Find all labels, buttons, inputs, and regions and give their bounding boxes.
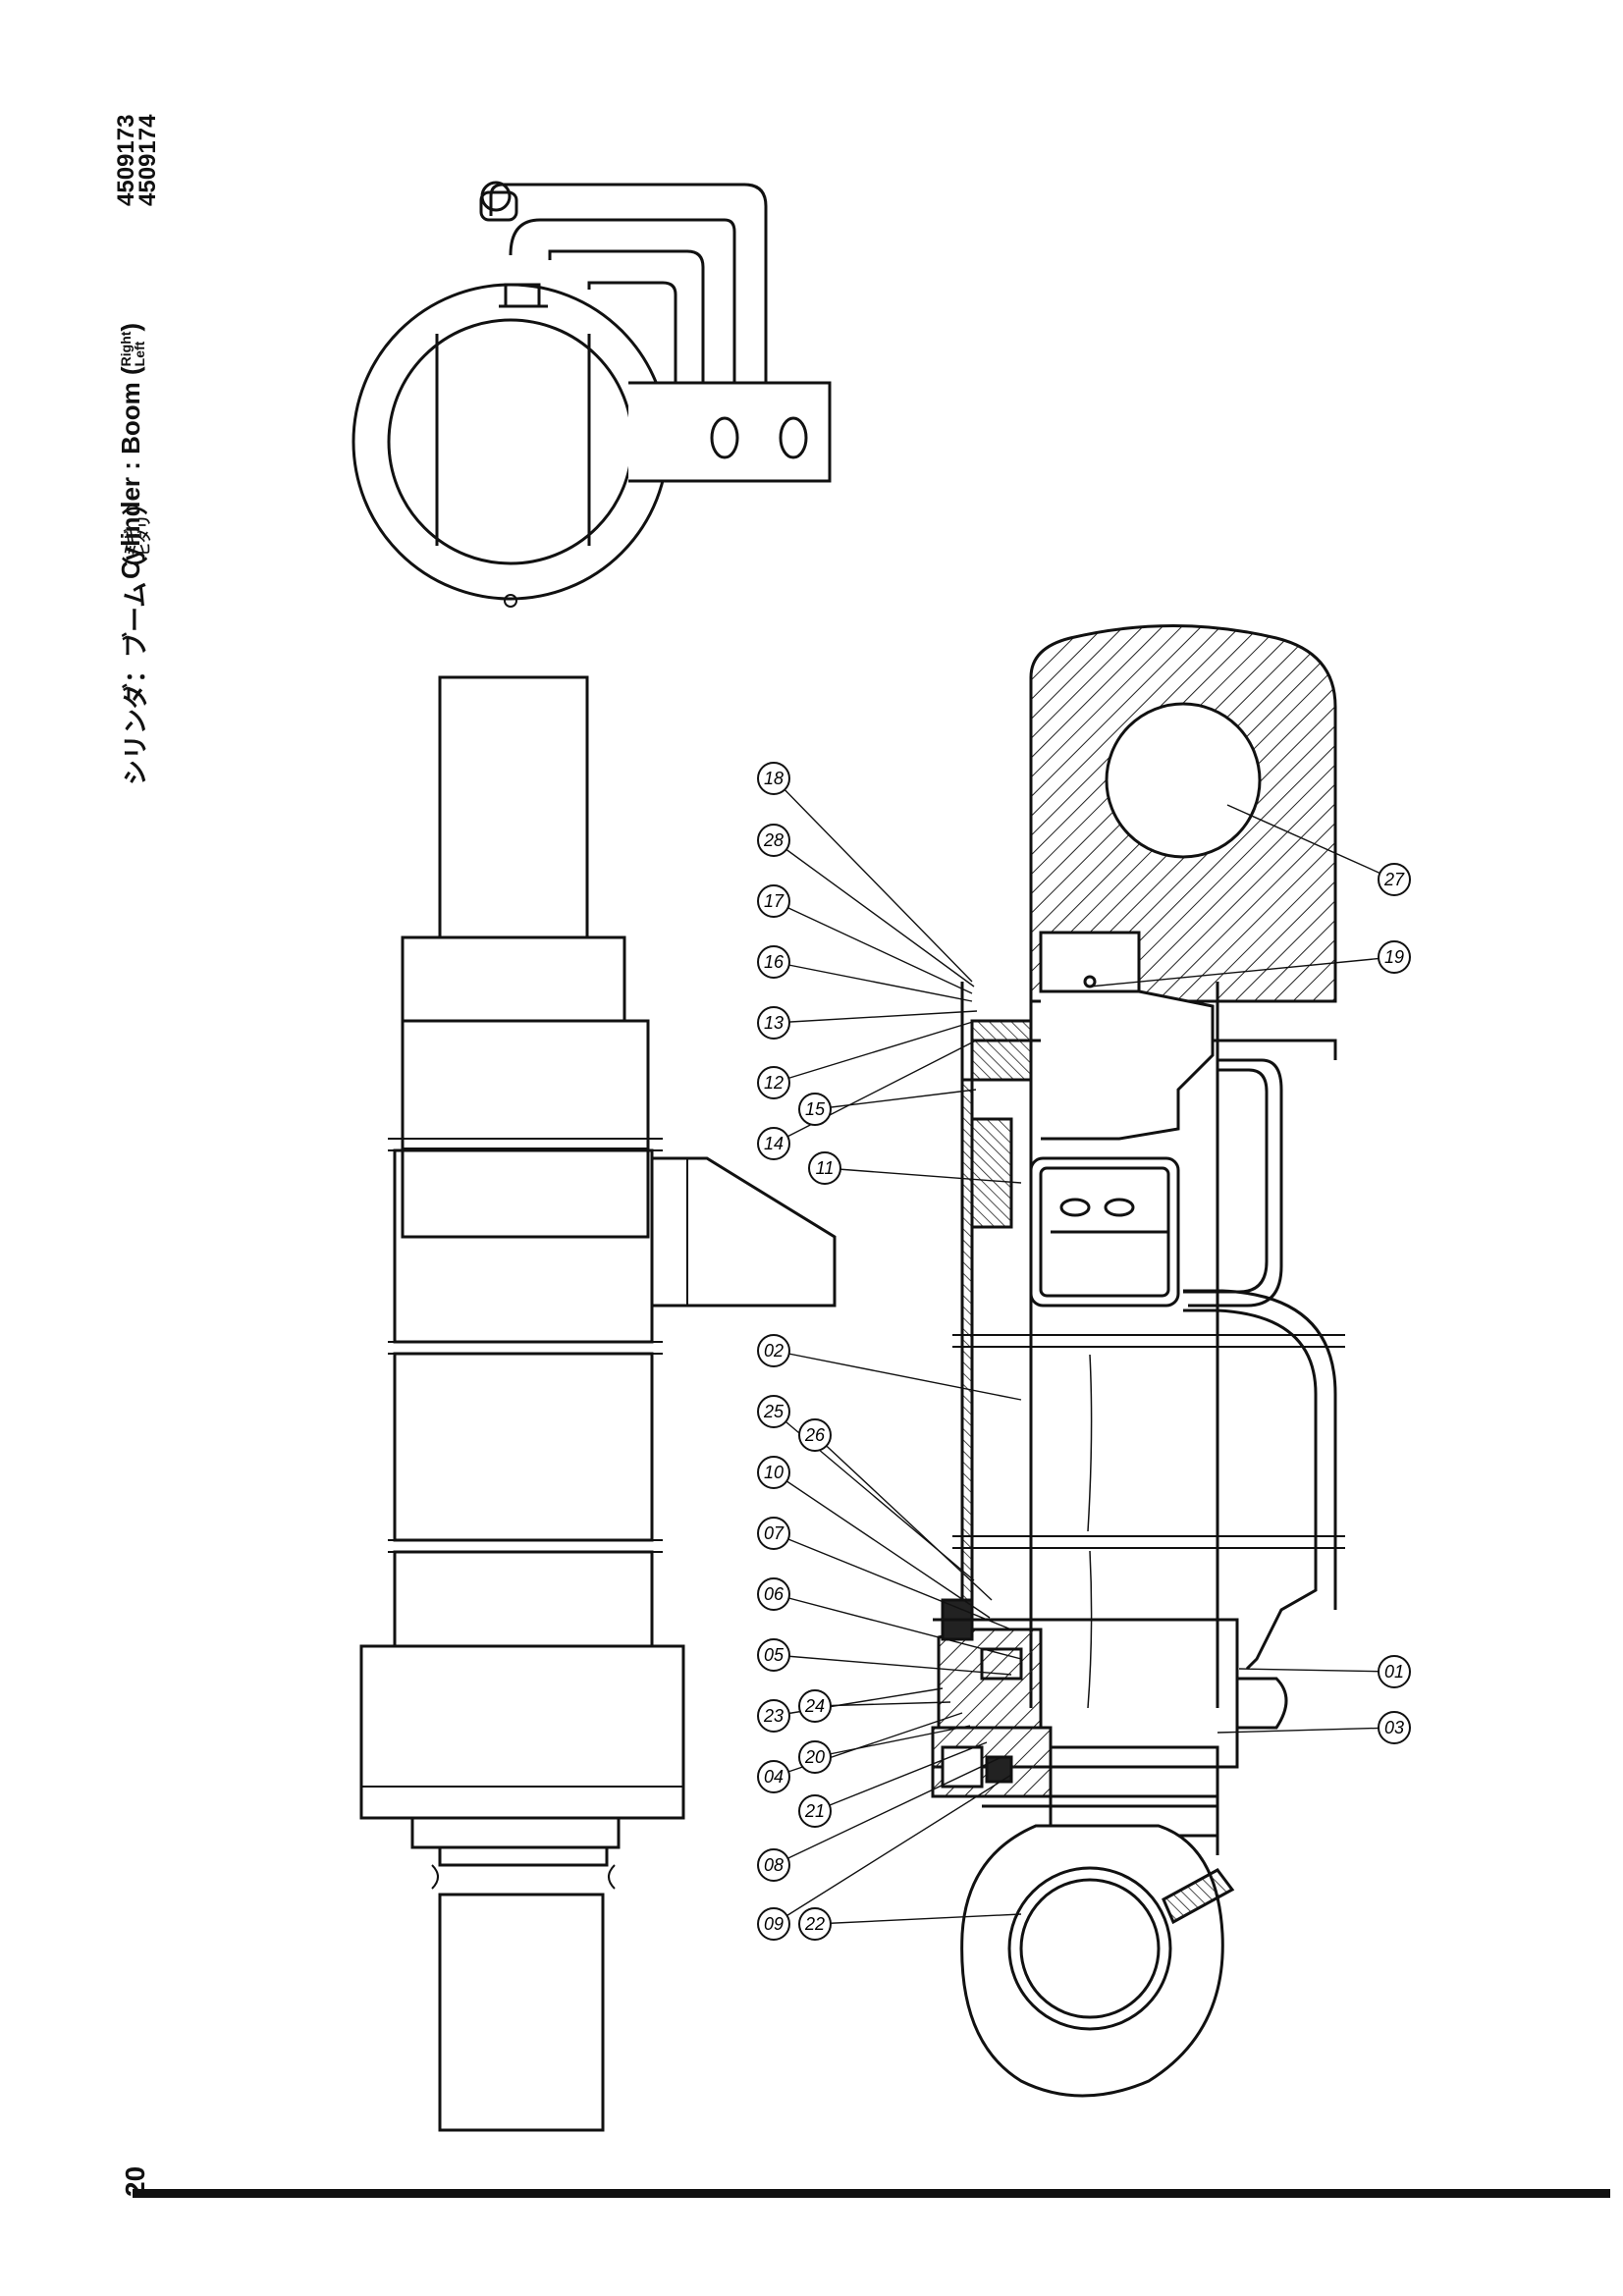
callout: 01 [1378, 1655, 1411, 1688]
svg-text:21: 21 [804, 1801, 825, 1821]
svg-text:16: 16 [764, 952, 784, 972]
svg-text:02: 02 [764, 1341, 784, 1361]
svg-text:07: 07 [764, 1523, 784, 1543]
svg-text:18: 18 [764, 769, 784, 788]
svg-text:17: 17 [764, 891, 784, 911]
svg-text:23: 23 [763, 1706, 784, 1726]
callout: 12 [757, 1066, 790, 1099]
callout: 25 [757, 1395, 790, 1428]
callout: 24 [798, 1689, 832, 1723]
callout: 03 [1378, 1711, 1411, 1744]
svg-text:13: 13 [764, 1013, 784, 1033]
plan-view [359, 675, 837, 2132]
svg-text:03: 03 [1384, 1718, 1404, 1737]
callout: 07 [757, 1517, 790, 1550]
callout: 13 [757, 1006, 790, 1040]
end-view [352, 181, 832, 608]
callout: 19 [1378, 940, 1411, 974]
callout: 06 [757, 1577, 790, 1611]
callout: 09 [757, 1907, 790, 1941]
svg-text:25: 25 [763, 1402, 784, 1421]
section-view [931, 624, 1345, 2098]
svg-text:06: 06 [764, 1584, 784, 1604]
svg-text:24: 24 [804, 1696, 825, 1716]
callout: 18 [757, 762, 790, 795]
callout: 17 [757, 884, 790, 918]
callout: 23 [757, 1699, 790, 1733]
callout: 08 [757, 1848, 790, 1882]
svg-text:10: 10 [764, 1463, 784, 1482]
svg-text:20: 20 [804, 1747, 825, 1767]
callout: 02 [757, 1334, 790, 1367]
svg-text:27: 27 [1383, 870, 1405, 889]
svg-text:19: 19 [1384, 947, 1404, 967]
svg-text:12: 12 [764, 1073, 784, 1093]
callout: 22 [798, 1907, 832, 1941]
callout: 11 [808, 1151, 841, 1185]
svg-text:08: 08 [764, 1855, 784, 1875]
svg-text:11: 11 [816, 1158, 835, 1178]
svg-text:04: 04 [764, 1767, 784, 1787]
svg-text:26: 26 [804, 1425, 826, 1445]
svg-text:15: 15 [805, 1099, 826, 1119]
svg-text:28: 28 [763, 830, 784, 850]
callout-bubbles: 18 28 17 16 13 12 14 15 11 02 25 26 10 0… [757, 762, 1411, 1941]
callout: 27 [1378, 863, 1411, 896]
svg-text:22: 22 [804, 1914, 825, 1934]
callout: 04 [757, 1760, 790, 1793]
svg-text:01: 01 [1384, 1662, 1404, 1682]
callout: 10 [757, 1456, 790, 1489]
callout: 26 [798, 1418, 832, 1452]
callout: 15 [798, 1093, 832, 1126]
callout: 16 [757, 945, 790, 979]
svg-text:14: 14 [764, 1134, 784, 1153]
svg-text:09: 09 [764, 1914, 784, 1934]
callout: 21 [798, 1794, 832, 1828]
callout: 14 [757, 1127, 790, 1160]
svg-text:05: 05 [764, 1645, 784, 1665]
callout: 05 [757, 1638, 790, 1672]
page-rule [133, 2189, 1610, 2198]
callout: 28 [757, 824, 790, 857]
callout: 20 [798, 1740, 832, 1774]
